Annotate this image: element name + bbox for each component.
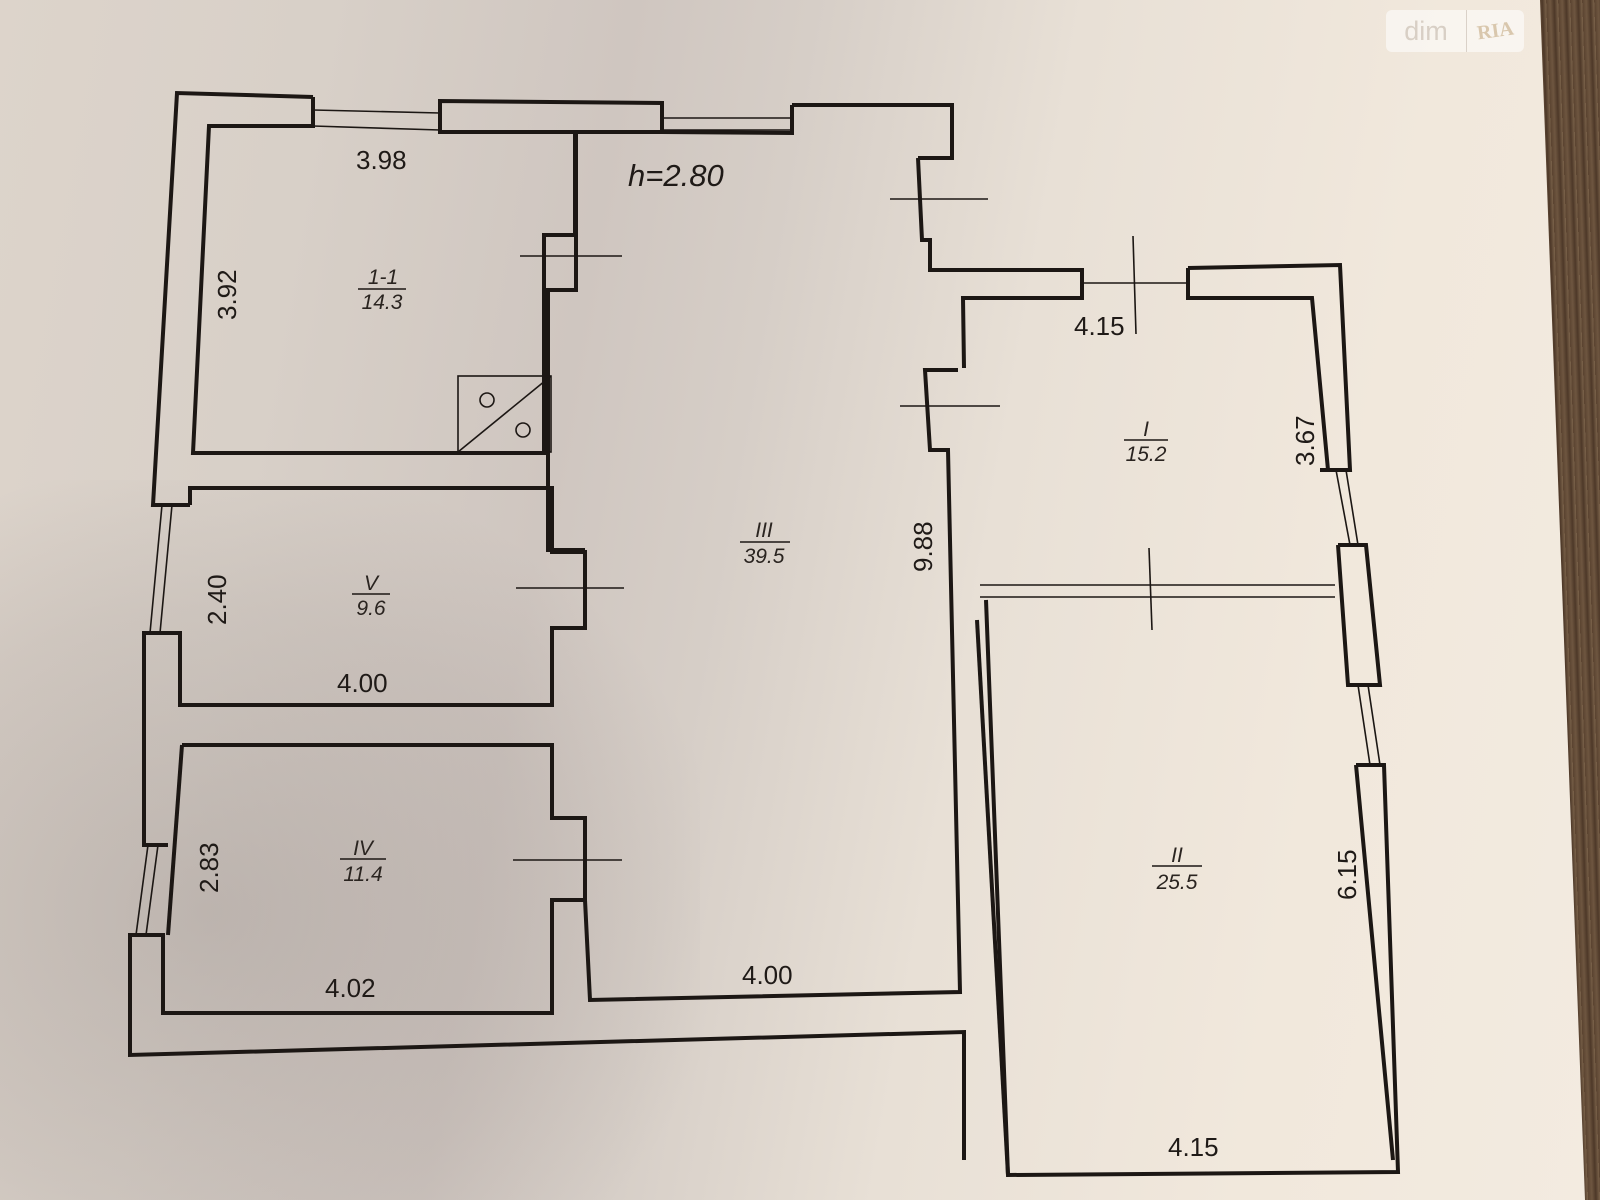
door-markers (513, 198, 1335, 861)
room-II-id: II (1171, 844, 1183, 867)
room-1-1-depth: 3.92 (212, 269, 242, 320)
room-III-id: III (755, 519, 773, 542)
room-IV-area: 11.4 (343, 863, 382, 886)
room-IV-depth: 2.83 (194, 842, 224, 893)
ceiling-height-label: h=2.80 (628, 158, 724, 193)
room-I-depth: 3.67 (1290, 415, 1320, 466)
watermark-brand: dim (1404, 15, 1448, 46)
room-IV-id: IV (353, 837, 375, 860)
room-II-area: 25.5 (1156, 871, 1198, 894)
room-IV-width: 4.02 (325, 973, 376, 1003)
room-1-1-id: 1-1 (368, 266, 398, 289)
room-1-1-width: 3.98 (356, 145, 407, 175)
room-V-id: V (364, 572, 380, 595)
room-III-depth: 9.88 (908, 521, 938, 572)
dim-ria-watermark: dim RIA (1386, 10, 1524, 52)
room-II-width: 4.15 (1168, 1132, 1219, 1162)
room-III-area: 39.5 (744, 545, 785, 568)
room-V-depth: 2.40 (202, 574, 232, 625)
left-block-walls (128, 90, 1401, 1178)
room-III-width: 4.00 (742, 960, 793, 990)
watermark-ria-logo: RIA (1475, 17, 1516, 44)
room-II-depth: 6.15 (1332, 849, 1362, 900)
room-V-area: 9.6 (356, 597, 386, 620)
room-I-id: I (1143, 418, 1149, 441)
stove-symbol (457, 375, 552, 453)
room-V-width: 4.00 (337, 668, 388, 698)
watermark-divider (1466, 10, 1467, 52)
room-I-width: 4.15 (1074, 311, 1125, 341)
room-1-1-area: 14.3 (362, 291, 403, 314)
room-I-area: 15.2 (1126, 443, 1167, 466)
